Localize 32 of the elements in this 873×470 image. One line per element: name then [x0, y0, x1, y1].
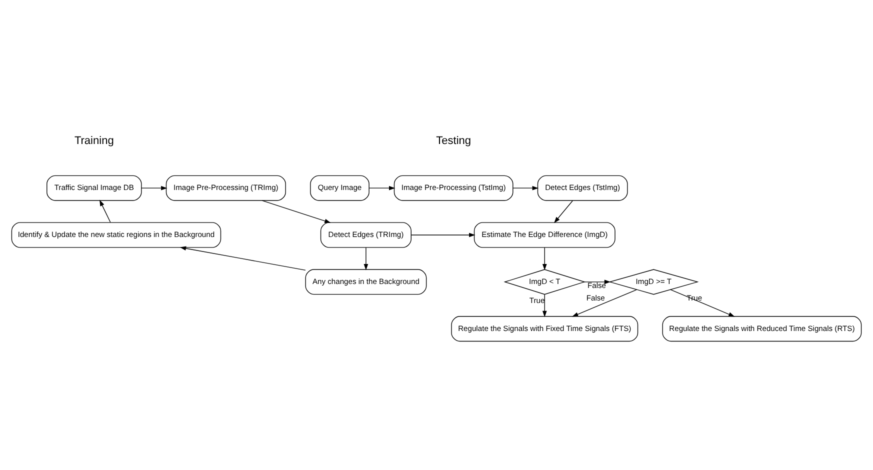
edge-label: True [529, 296, 545, 306]
node-box: Query Image [310, 175, 370, 201]
node-box: Estimate The Edge Difference (ImgD) [474, 222, 616, 248]
arrow [542, 247, 547, 270]
node-box: Traffic Signal Image DB [46, 175, 142, 201]
arrow [512, 186, 539, 190]
node-box: Regulate the Signals with Reduced Time Signals (RTS) [662, 316, 862, 342]
arrow [554, 200, 573, 224]
arrow [572, 289, 638, 317]
node-diamond: ImgD >= T [608, 269, 699, 295]
node-box: Image Pre-Processing (TRImg) [166, 175, 286, 201]
arrow [542, 294, 547, 318]
node-box: Detect Edges (TRImg) [320, 222, 412, 248]
arrow [364, 247, 368, 270]
arrow [262, 200, 331, 224]
arrow [410, 232, 476, 238]
edge-label: False [586, 294, 605, 303]
node-box: Any changes in the Background [305, 269, 427, 295]
node-box: Image Pre-Processing (TstImg) [394, 175, 514, 201]
arrow [141, 186, 168, 190]
arrow [180, 246, 306, 271]
arrow [100, 200, 111, 223]
node-box: Detect Edges (TstImg) [537, 175, 628, 201]
node-box: Regulate the Signals with Fixed Time Signals (FTS) [451, 316, 638, 342]
arrow [670, 289, 735, 317]
arrow [584, 280, 611, 284]
label: Testing [436, 134, 472, 147]
arrow [368, 186, 396, 190]
node-box: Identify & Update the new static regions in the Background [11, 222, 222, 248]
node-diamond: ImgD < T [504, 269, 586, 295]
edge-label: False [588, 280, 606, 290]
label: Training [74, 134, 114, 147]
